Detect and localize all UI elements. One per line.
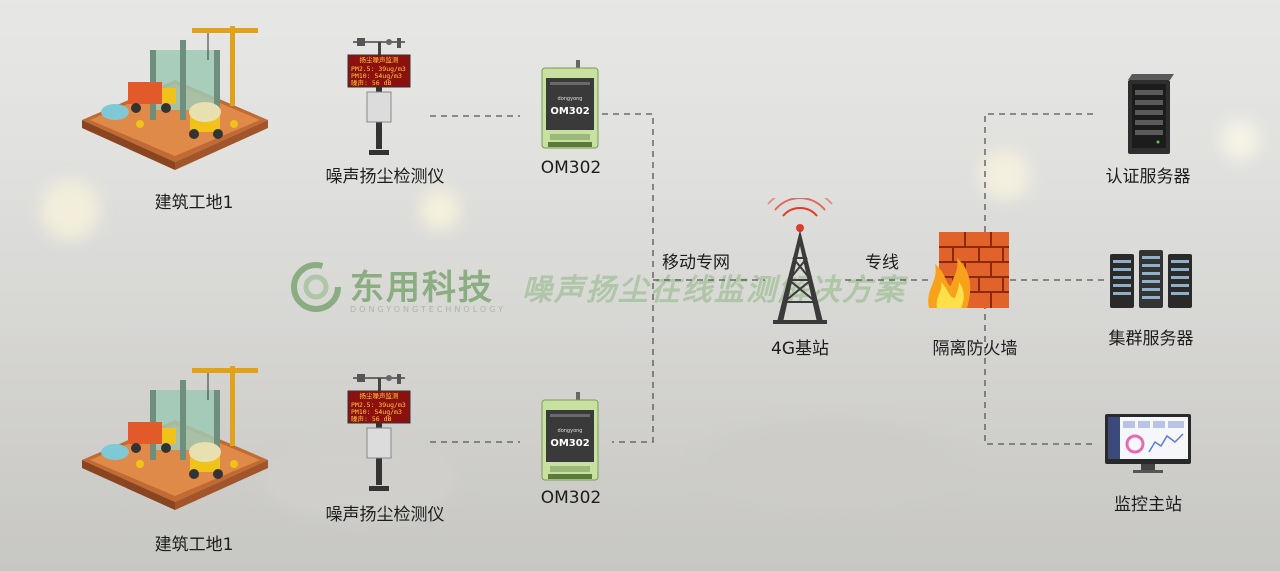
auth-server-icon	[1128, 74, 1174, 154]
om-label-bottom: OM302	[540, 488, 602, 508]
om-label-top: OM302	[540, 158, 602, 178]
watermark-brand: 东用科技	[350, 268, 494, 308]
watermark-sub: DONGYONGTECHNOLOGY	[350, 305, 506, 314]
sign-title: 扬尘噪声监测	[360, 55, 400, 64]
site-label-bottom: 建筑工地1	[154, 535, 234, 555]
brand-logo-icon	[291, 262, 341, 312]
sign-row3: 噪声: 56 dB	[351, 78, 391, 87]
firewall-icon	[928, 232, 1009, 308]
sign-title: 扬尘噪声监测	[360, 391, 400, 400]
noise-dust-monitor-icon: 扬尘噪声监测 PM2.5: 39ug/m3 PM10: 54ug/m3 噪声: …	[347, 38, 411, 155]
om302-device-icon: dongyong OM302	[541, 60, 599, 149]
construction-site-icon	[82, 26, 268, 170]
dedicated-line-label: 专线	[865, 253, 899, 273]
cell-tower-icon	[767, 198, 833, 324]
firewall-label: 隔离防火墙	[932, 339, 1018, 359]
link-om-mobile-net	[602, 113, 654, 443]
auth-server-label: 认证服务器	[1105, 167, 1191, 187]
device-model-text: OM302	[550, 106, 589, 117]
cluster-server-icon	[1110, 250, 1192, 308]
tower-label: 4G基站	[771, 339, 829, 359]
construction-site-icon	[82, 366, 268, 510]
sign-row3: 噪声: 56 dB	[351, 414, 391, 423]
monitoring-station-icon	[1105, 414, 1191, 473]
sign-row2: PM10: 54ug/m3	[351, 408, 402, 416]
sign-row1: PM2.5: 39ug/m3	[351, 65, 406, 73]
mobile-net-label: 移动专网	[662, 253, 730, 273]
monitor-label-bottom: 噪声扬尘检测仪	[325, 505, 445, 525]
om302-device-icon: dongyong OM302	[541, 392, 599, 481]
sign-row1: PM2.5: 39ug/m3	[351, 401, 406, 409]
svg-text:dongyong: dongyong	[558, 96, 583, 102]
site-label-top: 建筑工地1	[154, 193, 234, 213]
watermark-slogan: 噪声扬尘在线监测解决方案	[521, 273, 906, 308]
device-model-text: OM302	[550, 438, 589, 449]
monitoring-station-label: 监控主站	[1114, 495, 1182, 515]
sign-row2: PM10: 54ug/m3	[351, 72, 402, 80]
noise-dust-monitor-icon: 扬尘噪声监测 PM2.5: 39ug/m3 PM10: 54ug/m3 噪声: …	[347, 374, 411, 491]
cluster-server-label: 集群服务器	[1108, 329, 1194, 349]
watermark: 东用科技 DONGYONGTECHNOLOGY 噪声扬尘在线监测解决方案	[290, 260, 906, 314]
svg-text:dongyong: dongyong	[558, 428, 583, 434]
monitor-label-top: 噪声扬尘检测仪	[325, 167, 445, 187]
